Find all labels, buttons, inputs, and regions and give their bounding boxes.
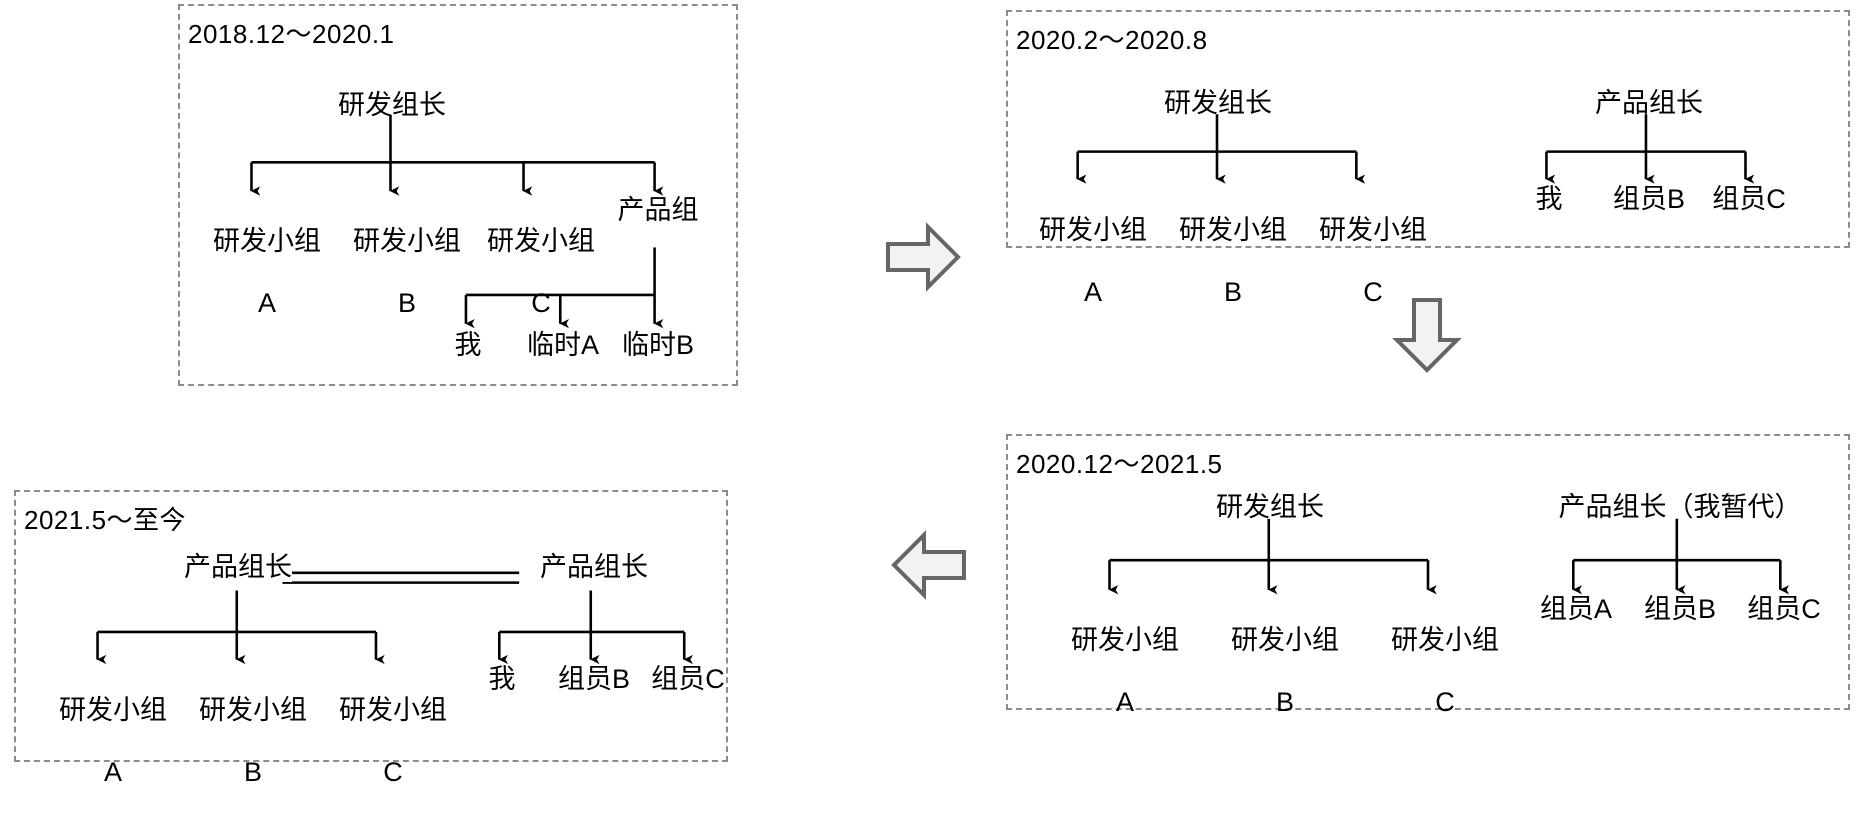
node-line2: A	[103, 757, 123, 788]
node-dev-group-a: 研发小组 A	[1009, 184, 1147, 339]
node-line2: A	[257, 288, 277, 319]
panel-title: 2018.12～2020.1	[188, 19, 395, 49]
node-line1: 研发小组	[1039, 215, 1148, 246]
node-root-dev-lead: 研发组长	[1164, 88, 1272, 118]
node-root-product-lead-left: 产品组长	[184, 552, 292, 583]
panel-2020-2-2020-8: 2020.2～2020.8 研发组长 研发小组 A 研发小组 B	[1006, 10, 1850, 307]
node-line1: 研发小组	[353, 226, 462, 257]
panel-2018-12-2020-1: 2018.12～2020.1 研发组长 研发小组 A	[178, 4, 738, 386]
node-line1: 研发小组	[339, 695, 448, 726]
node-line2: B	[1275, 687, 1295, 718]
node-line2: C	[1435, 687, 1455, 718]
node-line2: B	[1223, 277, 1243, 308]
node-dev-group-b: 研发小组 B	[1149, 184, 1287, 339]
node-me: 我	[454, 330, 482, 360]
panel-title: 2020.2～2020.8	[1016, 25, 1208, 55]
node-member-b: 组员B	[557, 664, 631, 694]
node-root-product-lead-acting: 产品组长（我暂代）	[1558, 492, 1802, 522]
node-temp-a: 临时A	[526, 330, 600, 360]
node-line2: C	[1363, 277, 1383, 308]
node-dev-group-a: 研发小组 A	[1041, 594, 1179, 749]
node-line1: 研发小组	[1319, 215, 1428, 246]
node-root-product-lead: 产品组长	[1595, 88, 1703, 118]
node-line1: 研发小组	[1071, 625, 1180, 656]
node-dev-group-b: 研发小组 B	[323, 195, 461, 350]
node-line2: A	[1083, 277, 1103, 308]
node-line1: 研发小组	[1391, 625, 1500, 656]
node-member-b: 组员B	[1612, 184, 1686, 214]
node-dev-group-c: 研发小组 C	[1361, 594, 1499, 749]
node-line1: 研发小组	[59, 695, 168, 726]
node-member-b: 组员B	[1643, 594, 1717, 624]
node-root: 研发组长	[338, 90, 446, 120]
node-member-c: 组员C	[1747, 594, 1821, 624]
node-line1: 研发小组	[213, 226, 322, 257]
node-line2: B	[397, 288, 417, 319]
node-line1: 研发小组	[1231, 625, 1340, 656]
arrow-p2-to-p3	[1392, 296, 1462, 374]
node-dev-group-b: 研发小组 B	[1201, 594, 1339, 749]
node-dev-group-c: 研发小组 C	[457, 195, 595, 350]
node-member-a: 组员A	[1539, 594, 1613, 624]
node-me: 我	[488, 664, 516, 694]
node-line1: 研发小组	[487, 226, 596, 257]
panel-title: 2021.5～至今	[24, 505, 187, 535]
node-dev-group-c: 研发小组 C	[309, 664, 447, 819]
node-root-dev-lead: 研发组长	[1216, 492, 1324, 522]
panel-2021-5-present: 2021.5～至今 产品组长 产品组长 研发小组 A	[14, 490, 728, 787]
node-line2: A	[1115, 687, 1135, 718]
node-line2: B	[243, 757, 263, 788]
node-dev-group-b: 研发小组 B	[169, 664, 307, 819]
node-me: 我	[1535, 184, 1563, 214]
node-line2: C	[531, 288, 551, 319]
arrow-p3-to-p4	[890, 530, 968, 600]
node-line2: C	[383, 757, 403, 788]
node-product-group: 产品组	[617, 195, 699, 225]
arrow-p1-to-p2	[884, 222, 962, 292]
node-root-product-lead-right: 产品组长	[540, 552, 648, 583]
node-line1: 研发小组	[199, 695, 308, 726]
panel-2020-12-2021-5: 2020.12～2021.5 研发组长 研发小组 A 研发小组 B	[1006, 434, 1850, 717]
node-dev-group-c: 研发小组 C	[1289, 184, 1427, 339]
node-temp-b: 临时B	[621, 330, 695, 360]
node-line1: 研发小组	[1179, 215, 1288, 246]
node-member-c: 组员C	[1712, 184, 1786, 214]
node-dev-group-a: 研发小组 A	[183, 195, 321, 350]
node-member-c: 组员C	[651, 664, 725, 694]
panel-title: 2020.12～2021.5	[1016, 449, 1223, 479]
node-dev-group-a: 研发小组 A	[29, 664, 167, 819]
